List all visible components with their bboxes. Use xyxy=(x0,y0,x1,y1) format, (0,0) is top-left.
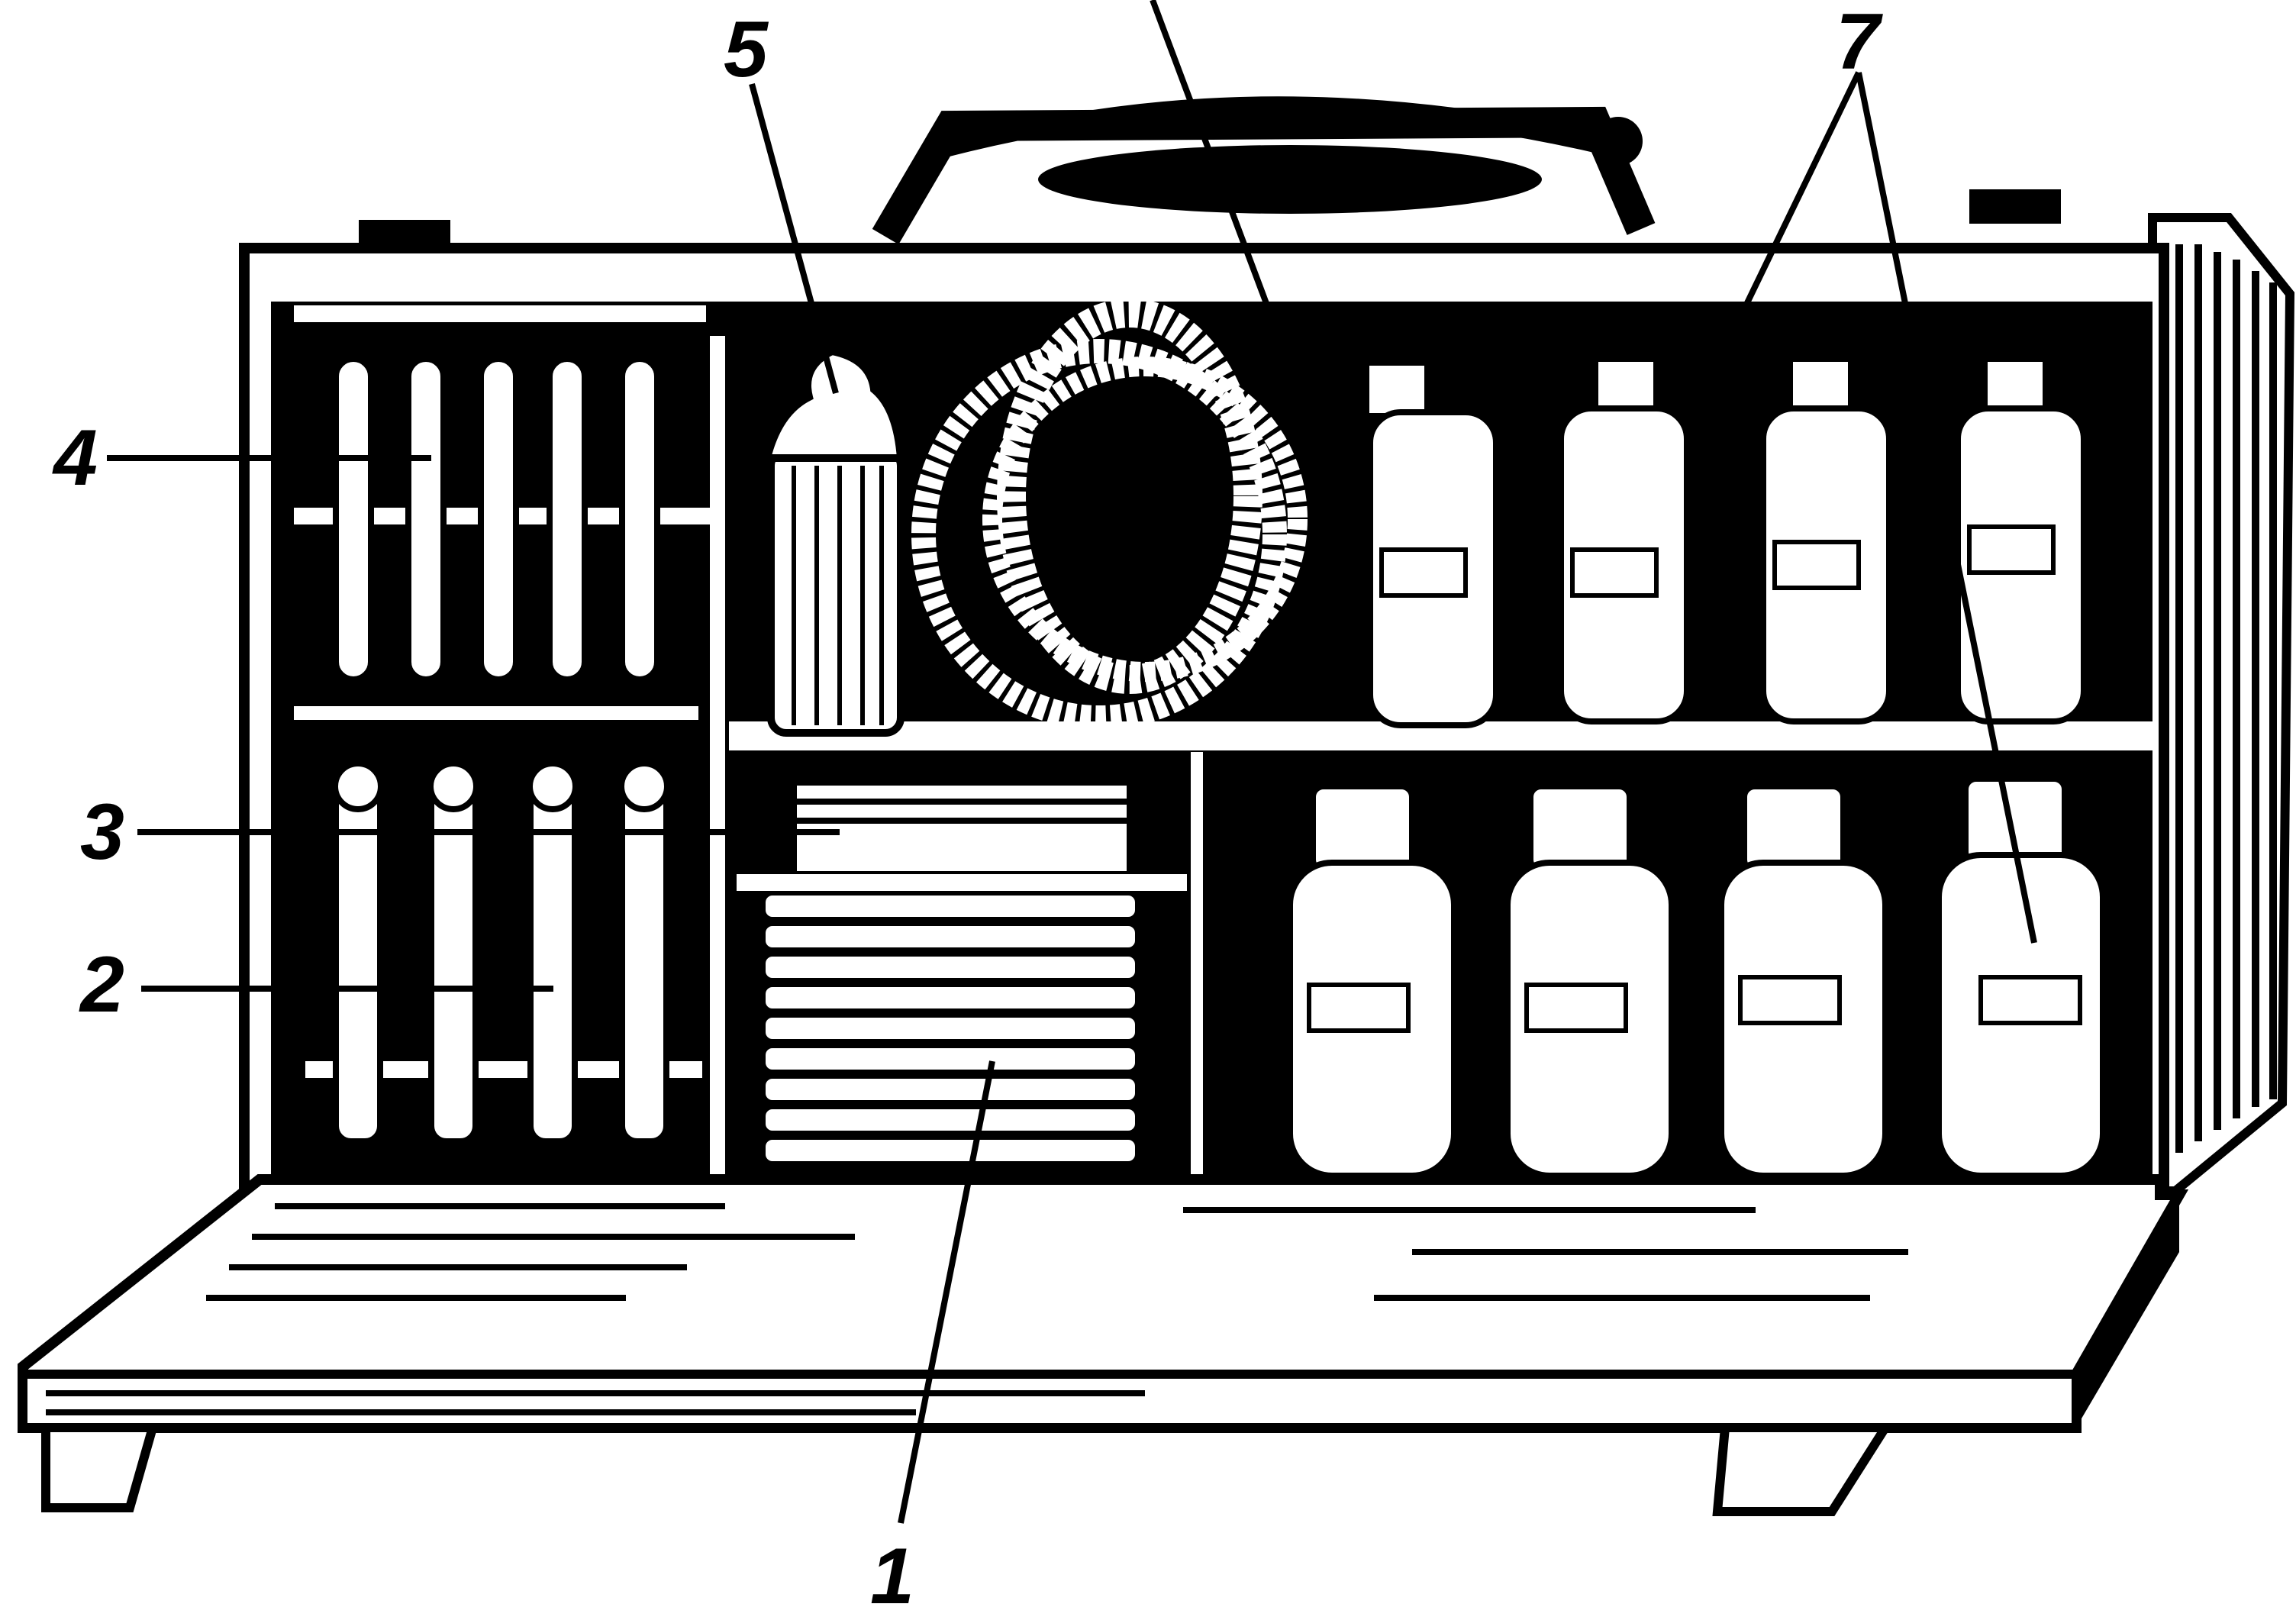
screw-cap-bottle-icon xyxy=(1504,783,1675,1179)
gauze-bottle-icon xyxy=(762,347,905,737)
bottle-icon xyxy=(1760,356,1892,724)
callout-2: 2 xyxy=(79,941,124,1029)
test-tube-icon xyxy=(478,356,519,683)
callout-7: 7 xyxy=(1836,0,1883,86)
test-tube-icon xyxy=(619,356,660,683)
lid-foot-left-icon xyxy=(41,1423,159,1512)
bottle-icon xyxy=(1363,360,1499,728)
test-tube-icon xyxy=(405,356,447,683)
callout-4: 4 xyxy=(52,414,98,502)
lid-foot-right-icon xyxy=(1712,1423,1894,1516)
capped-tube-icon xyxy=(332,760,384,1144)
bottle-icon xyxy=(1955,356,2087,724)
callout-1: 1 xyxy=(870,1532,914,1620)
latch-right-icon xyxy=(1969,189,2061,224)
capped-tube-icon xyxy=(618,760,670,1144)
tube-rack-compartment xyxy=(294,305,725,1176)
case-side-panel xyxy=(2148,213,2295,1196)
test-tube-icon xyxy=(333,356,374,683)
case-lid xyxy=(18,1174,2189,1516)
coiled-hose-icon xyxy=(911,299,1308,730)
leader-lines xyxy=(107,0,2037,1524)
bottle-icon xyxy=(1558,356,1690,724)
screw-cap-bottle-icon xyxy=(1936,776,2106,1179)
carry-handle-icon xyxy=(872,96,1656,245)
screw-cap-bottle-icon xyxy=(1718,783,1888,1179)
capped-tube-icon xyxy=(527,760,579,1144)
bandage-box-icon xyxy=(737,779,1187,891)
test-tube-icon xyxy=(547,356,588,683)
callout-3: 3 xyxy=(80,788,124,876)
callout-5: 5 xyxy=(724,5,769,94)
gauze-roll-icon xyxy=(761,891,1140,1166)
capped-tube-icon xyxy=(427,760,479,1144)
